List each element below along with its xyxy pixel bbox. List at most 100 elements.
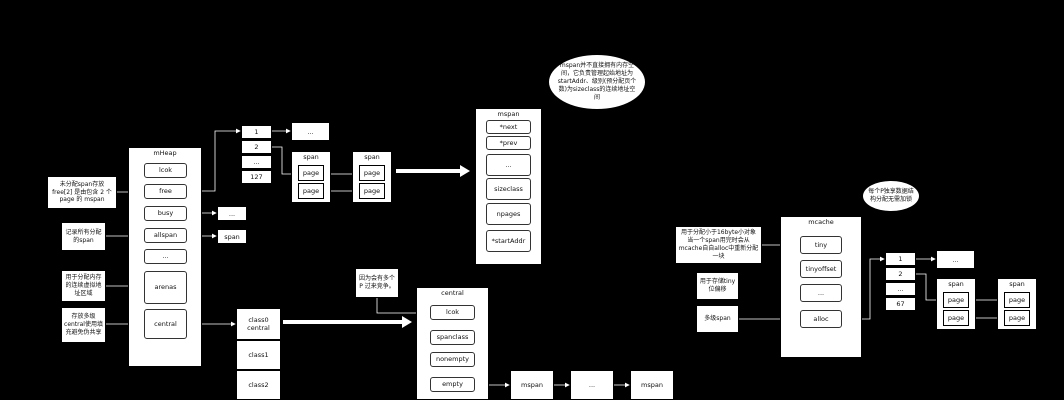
page-label: page — [947, 314, 965, 322]
mheap-field-allspan: allspan — [144, 228, 187, 243]
alloc-list-cell-label: 1 — [898, 255, 903, 263]
free-list-cell: 2 — [241, 140, 272, 154]
central-field-lcok: lcok — [430, 305, 475, 320]
central-field-nonempty: nonempty — [430, 352, 475, 367]
mspan-field-label: npages — [496, 209, 521, 218]
lock-note-connector — [376, 298, 430, 316]
mcache-note-text: 每个P独享数据结构分配无需加锁 — [868, 187, 914, 203]
alloc-list-next-label: ... — [952, 255, 959, 264]
alloc-note-text: 多级span — [704, 315, 731, 323]
mspan-note-bubble: mspan并不直接拥有内存空间，它负责管理起始地址为startAddr、级别(预… — [548, 54, 646, 110]
allspan-target-label: span — [224, 232, 240, 241]
mspan-field-startaddr: *startAddr — [486, 230, 531, 252]
span-d-page: page — [1004, 310, 1030, 326]
mcache-field-label: tiny — [814, 240, 828, 249]
free-list-next: ... — [291, 122, 330, 141]
lock-note: 因为会有多个P 过来竞争。 — [355, 268, 399, 298]
empty-chain-label: ... — [588, 381, 596, 389]
mspan-field-prev: *prev — [486, 136, 531, 150]
class-to-central-arrow — [283, 316, 412, 328]
allspan-target: span — [217, 229, 247, 244]
free-list-cell: 127 — [241, 170, 272, 184]
alloc-list-cell-label: 67 — [896, 300, 905, 308]
central-field-empty: empty — [430, 377, 475, 392]
list2-to-span — [272, 146, 298, 177]
empty-chain-item: mspan — [630, 370, 674, 400]
mheap-field-label: free — [159, 187, 172, 196]
mcache-field-label: tinyoffset — [805, 264, 837, 273]
central-note: 存放多级central使用填充避免伪共享 — [61, 307, 106, 343]
central-note-text: 存放多级central使用填充避免伪共享 — [64, 313, 103, 336]
page-label: page — [947, 296, 965, 304]
busy-target: ... — [217, 206, 247, 221]
class-sublabel: central — [247, 324, 270, 332]
mspan-field-sizeclass: sizeclass — [486, 178, 531, 200]
free-list-cell-label: ... — [253, 158, 260, 166]
free-list-cell: 1 — [241, 125, 272, 139]
alloc-list-next: ... — [936, 250, 975, 269]
mcache-title: mcache — [808, 218, 834, 226]
span-b-page: page — [359, 165, 385, 181]
mspan-field-label: ... — [505, 160, 512, 169]
mcache-field-tinyoffset: tinyoffset — [800, 260, 842, 278]
span-d-title: span — [1009, 280, 1025, 288]
mheap-field-label: ... — [162, 252, 169, 261]
span-b-title: span — [364, 153, 380, 161]
central-field-label: nonempty — [435, 355, 470, 364]
arenas-note-text: 用于分配内存的连续虚拟地址区域 — [65, 274, 102, 297]
span-d-page: page — [1004, 292, 1030, 308]
span-to-mspan-arrow — [396, 165, 470, 177]
mspan-field-label: *prev — [499, 138, 518, 147]
span-a-title: span — [303, 153, 319, 161]
central-field-label: lcok — [445, 308, 460, 317]
span-b-page: page — [359, 183, 385, 199]
page-label: page — [302, 169, 320, 177]
mheap-field-lcok: lcok — [144, 163, 187, 178]
mheap-field-central: central — [144, 309, 187, 339]
mheap-field-arenas: arenas — [144, 271, 187, 304]
arenas-note: 用于分配内存的连续虚拟地址区域 — [61, 270, 106, 302]
page-label: page — [302, 187, 320, 195]
page-label: page — [363, 187, 381, 195]
mheap-field-busy: busy — [144, 206, 187, 221]
mheap-field-label: lcok — [158, 166, 173, 175]
mheap-title: mHeap — [153, 149, 177, 157]
tiny-note-text: 用于分配小于16byte小对象当一个span用完时会从mcache自自alloc… — [678, 229, 759, 260]
mspan-field-next: *next — [486, 120, 531, 134]
free-list-cell: ... — [241, 155, 272, 169]
tiny-note: 用于分配小于16byte小对象当一个span用完时会从mcache自自alloc… — [675, 226, 762, 264]
class-list-cell-class0: class0 central — [236, 308, 281, 340]
free-list-next-label: ... — [307, 127, 314, 136]
mheap-field-free: free — [144, 184, 187, 199]
empty-chain-item: ... — [570, 370, 614, 400]
mcache-field-ellipsis: ... — [800, 284, 842, 302]
mheap-field-label: busy — [157, 209, 174, 218]
tinyoffset-note-text: 用于存储tiny位偏移 — [699, 278, 736, 293]
free-list-cell-label: 1 — [254, 128, 259, 136]
span-a-page: page — [298, 165, 324, 181]
class-label: class0 — [248, 316, 269, 324]
alloc-list-cell-label: 2 — [898, 270, 903, 278]
free-note-text: 未分配span存放free[2] 是由包含 2 个page 的 mspan — [52, 180, 112, 204]
busy-target-label: ... — [228, 209, 236, 218]
alloc-list-cell: 1 — [885, 252, 916, 266]
class-label: class2 — [248, 381, 269, 389]
span-c-page: page — [943, 292, 969, 308]
alloc-list2-to-span — [916, 273, 943, 303]
alloc-list-cell: 2 — [885, 267, 916, 281]
free-note: 未分配span存放free[2] 是由包含 2 个page 的 mspan — [47, 176, 117, 209]
empty-chain-item: mspan — [510, 370, 554, 400]
mheap-field-ellipsis: ... — [144, 249, 187, 264]
lock-note-text: 因为会有多个P 过来竞争。 — [358, 275, 395, 290]
mcache-field-label: alloc — [813, 314, 829, 323]
mheap-field-label: allspan — [153, 231, 178, 240]
mheap-field-label: arenas — [154, 283, 177, 292]
alloc-list-cell: ... — [885, 282, 916, 296]
span-c-title: span — [948, 280, 964, 288]
mcache-field-label: ... — [817, 288, 825, 297]
allspan-note-text: 记录所有分配的span — [65, 228, 102, 244]
empty-chain-label: mspan — [641, 381, 663, 389]
tinyoffset-note: 用于存储tiny位偏移 — [696, 272, 739, 300]
alloc-list-cell-label: ... — [897, 285, 904, 293]
